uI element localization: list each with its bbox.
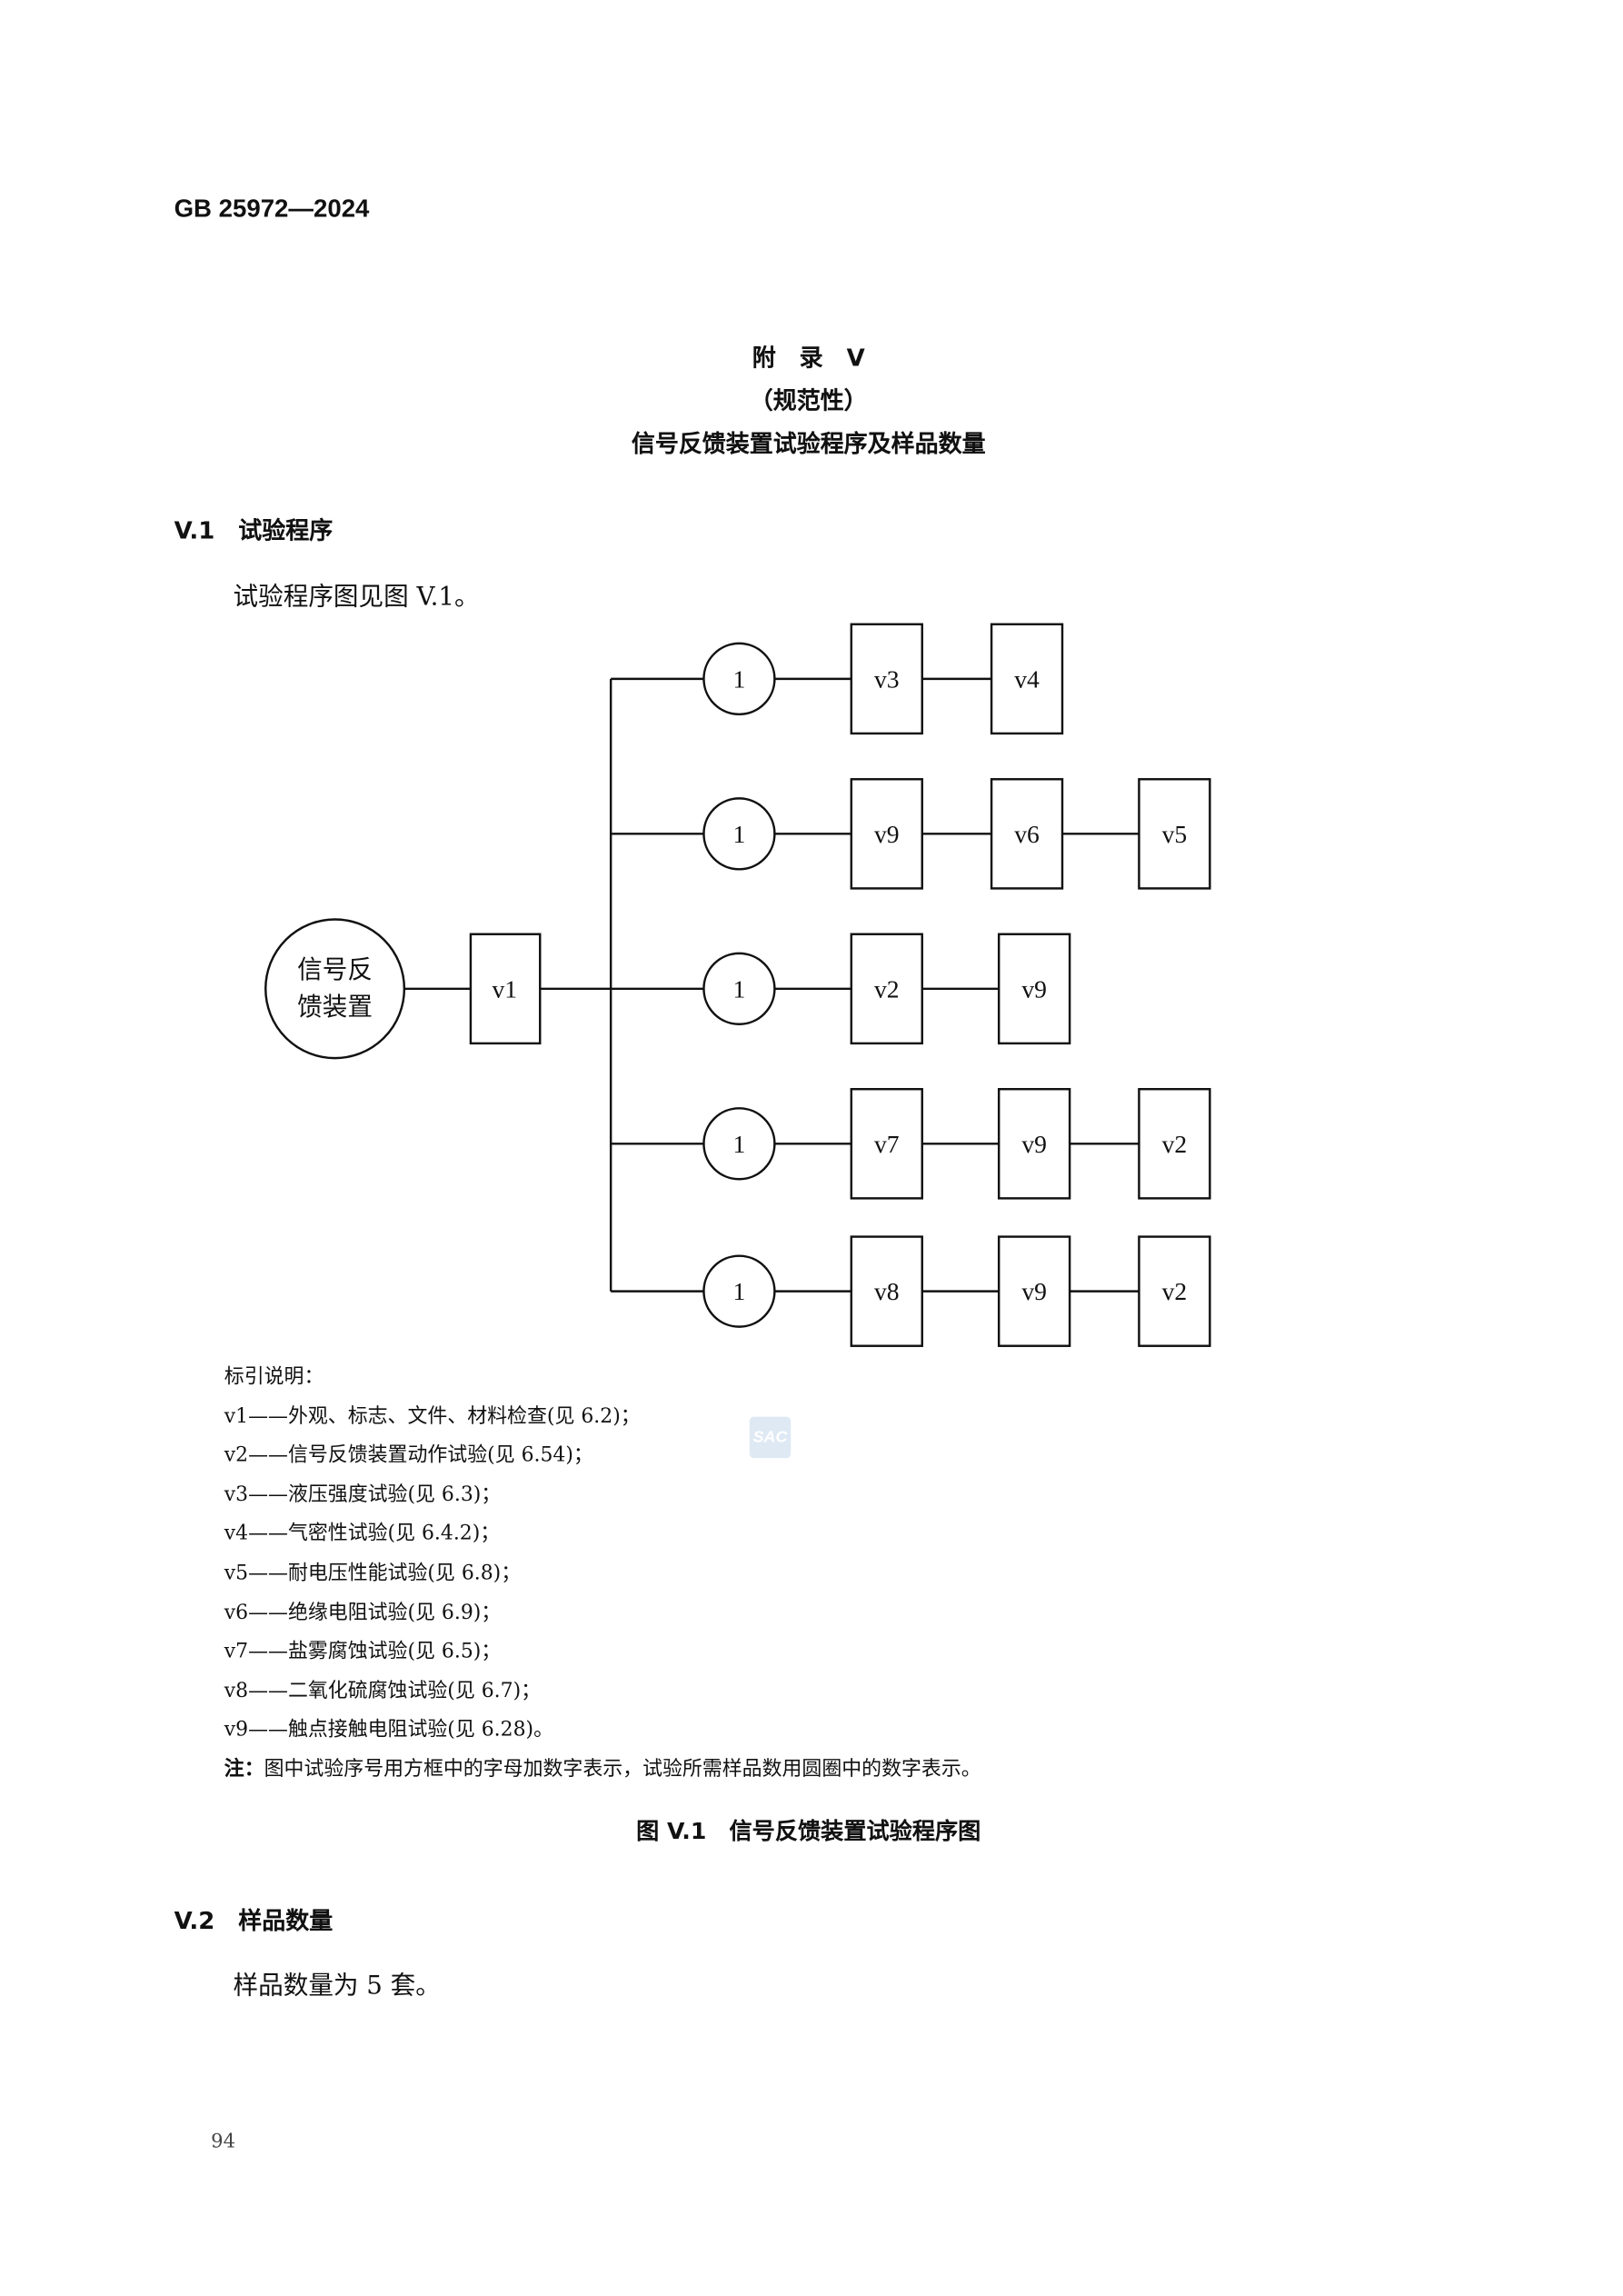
test-box: [990, 623, 1064, 735]
legend-note: 注：图中试验序号用方框中的字母加数字表示，试验所需样品数用圆圈中的数字表示。: [224, 1750, 981, 1789]
legend-item: v7——盐雾腐蚀试验(见 6.5)；: [224, 1640, 502, 1664]
test-label: v2: [1162, 1277, 1188, 1305]
test-label: v9: [874, 820, 900, 848]
test-label: v2: [1162, 1130, 1188, 1158]
sac-watermark-logo: SAC: [749, 1416, 792, 1459]
note-label: 注：: [224, 1757, 264, 1782]
figure-caption: 图 V.1 信号反馈装置试验程序图: [636, 1818, 981, 1845]
test-box: [1138, 1087, 1211, 1200]
annex-name: 信号反馈装置试验程序及样品数量: [631, 429, 986, 458]
test-label: v1: [492, 974, 517, 1003]
legend-item: v4——气密性试验(见 6.4.2)；: [224, 1522, 501, 1546]
test-procedure-diagram: 信号反 馈装置 v1 1 v3 v4 1 v9 v6 v5 1 v2 v9 1 …: [264, 623, 1211, 1347]
sample-count: 1: [733, 664, 746, 693]
legend-item: v8——二氧化硫腐蚀试验(见 6.7)；: [224, 1679, 542, 1703]
source-node-circle: [264, 918, 406, 1060]
source-label: 馈装置: [297, 993, 373, 1021]
section-heading-v1: V.1 试验程序: [174, 516, 334, 545]
annex-nature: （规范性）: [749, 386, 868, 415]
legend-item: v2——信号反馈装置动作试验(见 6.54)；: [224, 1443, 593, 1468]
legend-item: v3——液压强度试验(见 6.3)；: [224, 1482, 502, 1507]
test-label: v2: [874, 974, 900, 1003]
test-box: [1138, 1235, 1211, 1347]
sample-count: 1: [733, 1130, 746, 1158]
test-box: [997, 933, 1071, 1045]
test-label: v9: [1021, 1277, 1047, 1305]
test-label: v4: [1014, 664, 1040, 693]
test-label: v7: [874, 1130, 900, 1158]
test-label: v8: [874, 1277, 900, 1305]
test-box: [990, 778, 1064, 890]
legend-title: 标引说明：: [224, 1364, 324, 1389]
standard-number: GB 25972—2024: [174, 195, 370, 224]
section-text-v1: 试验程序图见图 V.1。: [233, 583, 480, 613]
test-label: v9: [1021, 974, 1047, 1003]
sample-count: 1: [733, 974, 746, 1003]
legend-item: v1——外观、标志、文件、材料检查(见 6.2)；: [224, 1404, 641, 1428]
legend-item: v9——触点接触电阻试验(见 6.28)。: [224, 1718, 554, 1742]
section-text-v2: 样品数量为 5 套。: [233, 1972, 441, 2002]
legend-item: v6——绝缘电阻试验(见 6.9)；: [224, 1600, 502, 1624]
legend: 标引说明： v1——外观、标志、文件、材料检查(见 6.2)； v2——信号反馈…: [224, 1358, 981, 1790]
test-label: v5: [1162, 820, 1188, 848]
test-label: v3: [874, 664, 900, 693]
test-label: v9: [1021, 1130, 1047, 1158]
sample-count: 1: [733, 820, 746, 848]
sample-count: 1: [733, 1277, 746, 1305]
annex-title: 附 录 V: [752, 344, 865, 373]
source-label: 信号反: [297, 955, 373, 983]
test-label: v6: [1014, 820, 1040, 848]
legend-item: v5——耐电压性能试验(见 6.8)；: [224, 1561, 522, 1585]
note-text: 图中试验序号用方框中的字母加数字表示，试验所需样品数用圆圈中的数字表示。: [264, 1757, 981, 1782]
section-heading-v2: V.2 样品数量: [174, 1906, 334, 1935]
page-number: 94: [211, 2131, 236, 2153]
test-box: [1138, 778, 1211, 890]
